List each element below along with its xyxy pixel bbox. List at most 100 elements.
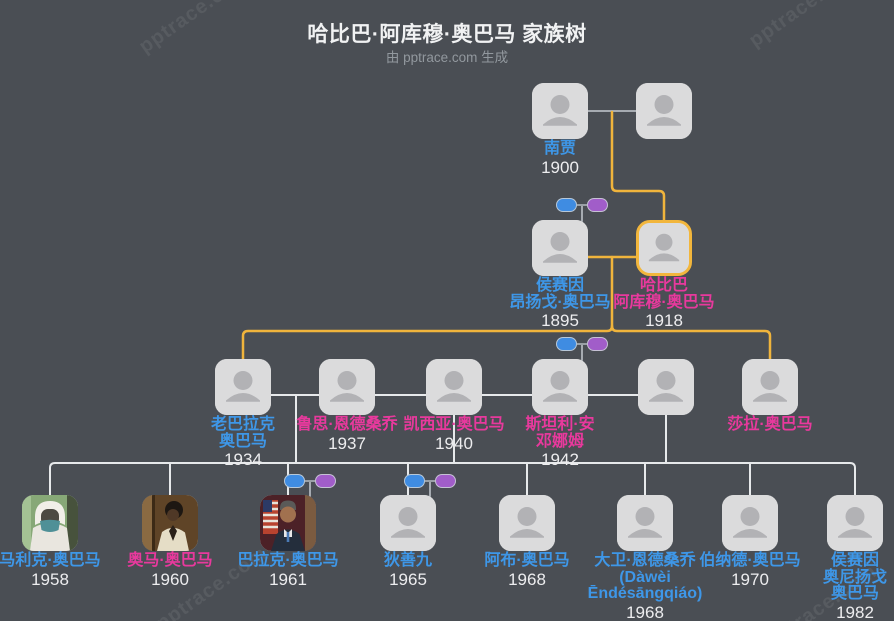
person-placeholder-icon[interactable] <box>617 495 673 551</box>
person-placeholder-icon[interactable] <box>319 359 375 415</box>
person-birth-year: 1900 <box>541 157 579 177</box>
union-female-pill-icon <box>315 473 336 488</box>
person-name-line: 狄善九 <box>383 552 432 569</box>
person-name-line: 阿库穆·奥巴马 <box>613 293 715 311</box>
barack-obama-photo[interactable] <box>260 495 316 551</box>
union-female-pill-icon <box>587 197 608 212</box>
page-subtitle: 由 pptrace.com 生成 <box>385 50 509 65</box>
person-placeholder-icon[interactable] <box>636 83 692 139</box>
person-placeholder-icon[interactable] <box>742 359 798 415</box>
person-node-unnamed-spouse[interactable] <box>638 359 694 415</box>
person-placeholder-icon[interactable] <box>532 359 588 415</box>
union-marriage-icon <box>556 197 608 212</box>
union-link-line <box>577 342 587 345</box>
person-placeholder-icon[interactable] <box>532 83 588 139</box>
person-name-line: 奥马·奥巴马 <box>127 552 213 569</box>
union-link-line <box>577 203 587 206</box>
person-placeholder-icon[interactable] <box>215 359 271 415</box>
person-node-nanjia-partner[interactable] <box>636 83 692 139</box>
person-birth-year: 1918 <box>645 311 683 330</box>
person-name-line: 鲁思·恩德桑乔 <box>296 416 398 433</box>
person-birth-year: 1958 <box>31 569 69 589</box>
person-placeholder-icon[interactable] <box>426 359 482 415</box>
person-name-line: 侯赛因 <box>830 552 879 569</box>
auma-obama-photo[interactable] <box>142 495 198 551</box>
person-birth-year: 1968 <box>508 569 546 589</box>
person-placeholder-icon[interactable] <box>722 495 778 551</box>
person-name-line: 邓娜姆 <box>535 432 584 450</box>
person-name-line: 侯赛因 <box>535 277 584 294</box>
person-birth-year: 1934 <box>224 450 262 469</box>
person-name-line: 斯坦利·安 <box>525 416 595 433</box>
person-node-sarah-obama[interactable]: 莎拉·奥巴马 <box>727 359 813 433</box>
person-name-line: 马利克·奥巴马 <box>0 552 101 569</box>
person-birth-year: 1960 <box>151 569 189 589</box>
person-birth-year: 1937 <box>328 433 366 453</box>
person-name-line: 奥巴马 <box>830 585 879 602</box>
person-placeholder-icon[interactable] <box>827 495 883 551</box>
person-name-line: 伯纳德·奥巴马 <box>699 552 801 569</box>
person-name-line: 大卫·恩德桑乔 <box>594 552 696 569</box>
union-marriage-icon <box>404 473 456 488</box>
union-female-pill-icon <box>587 336 608 351</box>
person-placeholder-icon[interactable] <box>638 359 694 415</box>
gen4-children-bracket <box>49 462 856 497</box>
union-link-line <box>305 479 315 482</box>
person-label: 莎拉·奥巴马 <box>695 416 845 434</box>
person-placeholder-icon[interactable] <box>636 220 692 276</box>
person-name-line: 奥尼扬戈 <box>822 568 887 586</box>
person-name-line: Ēndésāngqiáo) <box>587 585 703 602</box>
page-title: 哈比巴·阿库穆·奥巴马 家族树 <box>307 23 587 46</box>
person-name-line: 凯西亚·奥巴马 <box>403 416 505 433</box>
union-female-pill-icon <box>435 473 456 488</box>
person-name-line: 哈比巴 <box>639 277 688 294</box>
union-marriage-icon <box>284 473 336 488</box>
person-placeholder-icon[interactable] <box>499 495 555 551</box>
person-name-line: 老巴拉克 <box>210 416 275 433</box>
person-name-line: 奥巴马 <box>218 432 267 450</box>
person-name-line: 阿布·奥巴马 <box>484 552 570 569</box>
person-placeholder-icon[interactable] <box>532 220 588 276</box>
union-male-pill-icon <box>556 336 577 351</box>
highlight-parents-to-habiba <box>610 110 666 223</box>
highlight-to-sarah <box>610 324 772 362</box>
union-male-pill-icon <box>556 197 577 212</box>
person-birth-year: 1940 <box>435 433 473 453</box>
person-birth-year: 1942 <box>541 450 579 469</box>
person-name-line: 南贾 <box>543 140 576 157</box>
person-placeholder-icon[interactable] <box>380 495 436 551</box>
person-name-line: (Dàwèi <box>619 568 671 586</box>
person-birth-year: 1968 <box>626 602 664 621</box>
union-male-pill-icon <box>404 473 425 488</box>
person-birth-year: 1961 <box>269 569 307 589</box>
malik-obama-photo[interactable] <box>22 495 78 551</box>
